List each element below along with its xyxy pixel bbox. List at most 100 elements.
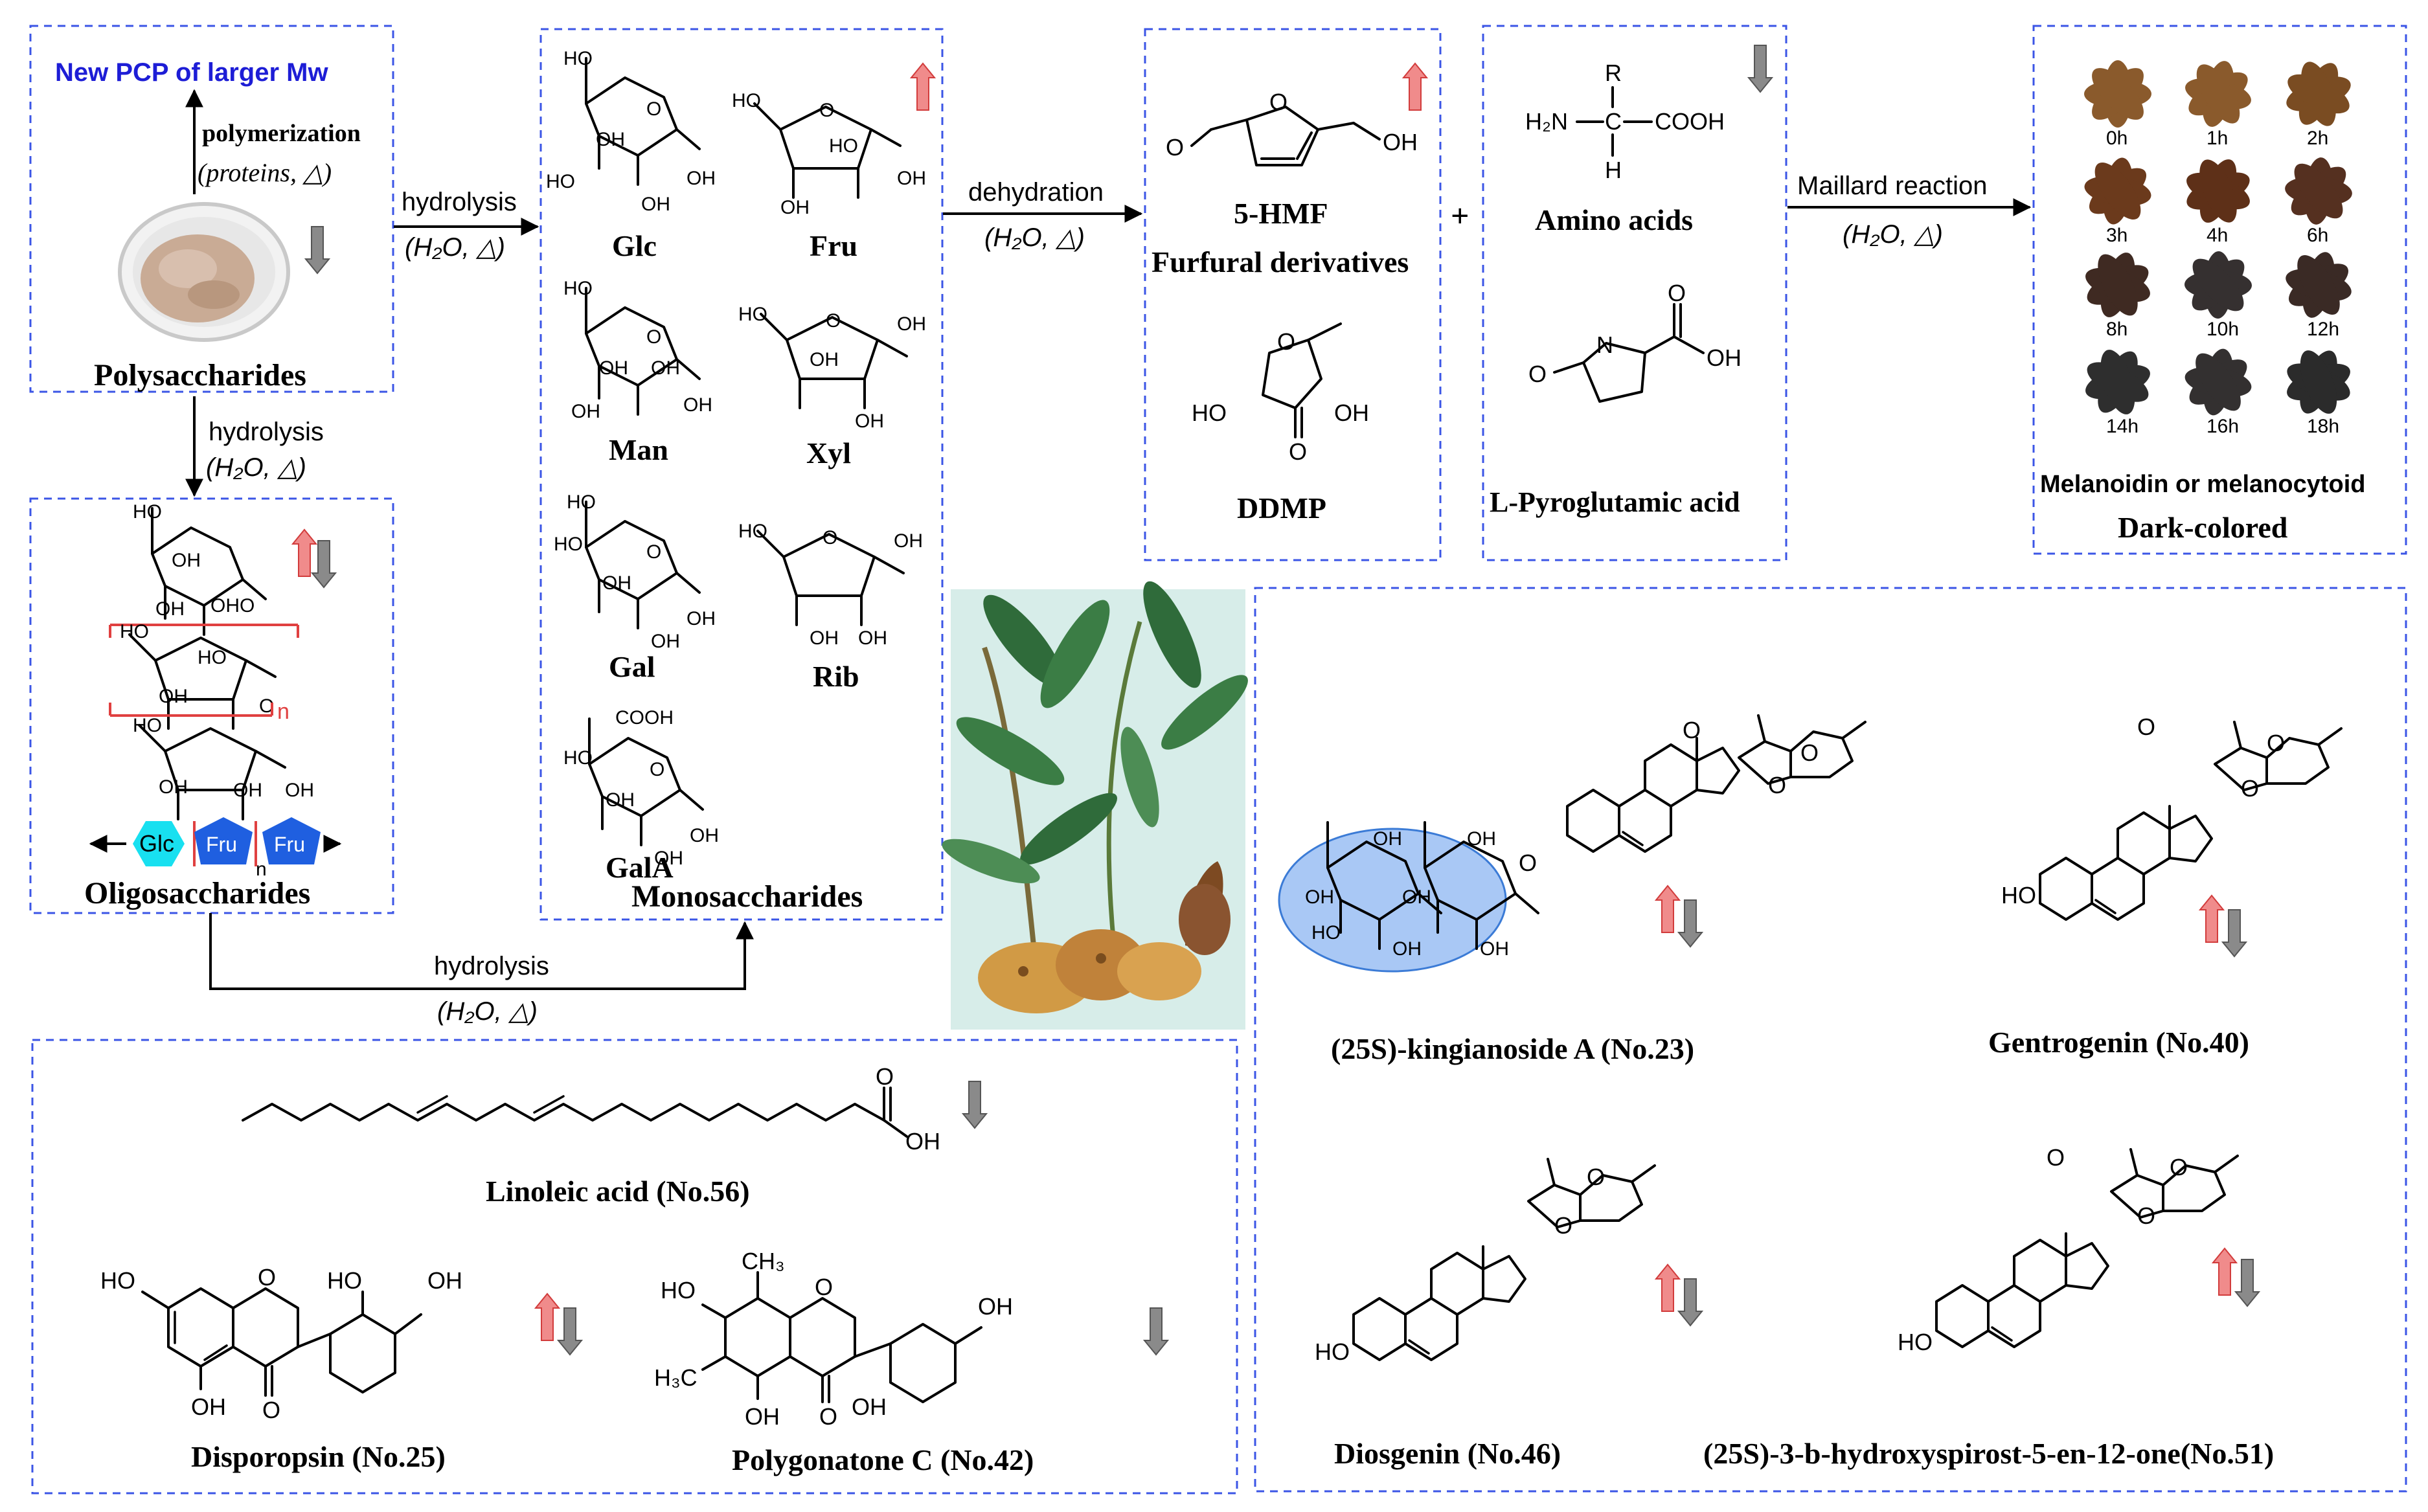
svg-text:O: O xyxy=(1528,361,1547,387)
time-label-0h: 0h xyxy=(2106,128,2127,149)
polysaccharides-trend-down-icon xyxy=(305,226,330,274)
svg-text:OH: OH xyxy=(155,598,185,620)
svg-text:O: O xyxy=(1768,772,1786,798)
svg-text:HO: HO xyxy=(563,48,593,69)
polygonatone-structure: CH₃ HO O OH H₃C OH O OH xyxy=(654,1248,1013,1430)
svg-text:OH: OH xyxy=(1334,400,1369,426)
svg-text:H₂N: H₂N xyxy=(1525,108,1568,135)
svg-text:O: O xyxy=(2170,1154,2188,1180)
svg-text:OH: OH xyxy=(285,780,314,801)
svg-text:OH: OH xyxy=(690,825,719,846)
new-pcp-title: New PCP of larger Mw xyxy=(55,58,328,87)
fru-pentagon-icon-1 xyxy=(194,817,253,864)
repeat-n-label: n xyxy=(277,699,289,724)
svg-text:OH: OH xyxy=(599,357,628,379)
svg-text:O: O xyxy=(819,1403,837,1430)
svg-text:O: O xyxy=(2047,1144,2065,1171)
ddmp-structure: O HO OH O xyxy=(1192,322,1369,465)
svg-text:OH: OH xyxy=(810,349,839,370)
svg-text:OH: OH xyxy=(1467,828,1496,850)
dark-colored-label: Dark-colored xyxy=(2118,511,2288,544)
svg-text:HO: HO xyxy=(133,715,162,736)
gentrogenin-structure: O HO O O xyxy=(2001,714,2343,921)
svg-text:OH: OH xyxy=(905,1128,940,1155)
time-label-4h: 4h xyxy=(2207,225,2228,246)
svg-text:O: O xyxy=(259,695,274,717)
svg-text:O: O xyxy=(646,98,661,120)
other-compounds-box xyxy=(31,1039,1238,1495)
diosgenin-structure: HO O O xyxy=(1315,1158,1656,1365)
svg-text:O: O xyxy=(258,1264,276,1291)
svg-text:OH: OH xyxy=(596,129,625,150)
svg-text:O: O xyxy=(823,527,837,548)
svg-text:O: O xyxy=(1269,89,1288,115)
svg-text:COOH: COOH xyxy=(1655,108,1725,135)
rhizome-sample-4h: 4h xyxy=(2186,159,2250,246)
furfural-trend-up-icon xyxy=(1403,63,1427,111)
svg-text:H₃C: H₃C xyxy=(654,1364,698,1391)
monosaccharides-label: Monosaccharides xyxy=(631,879,863,914)
hydroxyspirost-trend-icons xyxy=(2212,1248,2260,1307)
svg-text:HO: HO xyxy=(133,501,162,523)
svg-text:O: O xyxy=(815,1274,833,1300)
rhizome-sample-0h: 0h xyxy=(2084,60,2151,149)
svg-text:OH: OH xyxy=(602,572,631,594)
hydrolysis-arrow-3 xyxy=(209,913,754,990)
repeat-n-label-2: n xyxy=(256,859,267,880)
polygonatum-plant-image xyxy=(942,581,1248,1030)
hydrolysis-label-2: hydrolysis xyxy=(209,418,324,446)
hmf-structure: O O OH xyxy=(1166,89,1418,166)
maillard-label: Maillard reaction xyxy=(1797,172,1987,200)
fru-label: Fru xyxy=(810,229,857,262)
svg-text:O: O xyxy=(826,310,841,332)
hydrolysis-label-3: hydrolysis xyxy=(434,952,549,980)
svg-text:O: O xyxy=(262,1397,280,1423)
svg-text:OH: OH xyxy=(571,401,600,422)
svg-text:O: O xyxy=(1554,1212,1572,1239)
kingianoside-trend-icons xyxy=(1655,885,1703,947)
svg-text:HO: HO xyxy=(198,647,227,668)
hmf-label: 5-HMF xyxy=(1234,197,1328,230)
svg-text:OH: OH xyxy=(1383,129,1418,155)
time-label-6h: 6h xyxy=(2307,225,2328,246)
hydrolysis-condition-1: (H₂O, △) xyxy=(405,233,505,262)
svg-text:HO: HO xyxy=(732,90,761,111)
amino-acids-box xyxy=(1482,25,1787,561)
svg-text:O: O xyxy=(1587,1164,1605,1190)
time-label-14h: 14h xyxy=(2106,416,2139,437)
man-label: Man xyxy=(609,433,668,466)
gal-label: Gal xyxy=(609,650,655,683)
svg-text:OH: OH xyxy=(686,168,716,189)
svg-text:O: O xyxy=(2137,714,2155,740)
svg-text:HO: HO xyxy=(1898,1329,1933,1355)
saponins-box xyxy=(1254,587,2407,1493)
time-label-12h: 12h xyxy=(2307,319,2339,340)
fru-symbol-label-2: Fru xyxy=(274,833,305,856)
svg-text:HO: HO xyxy=(567,491,596,513)
svg-text:HO: HO xyxy=(738,304,767,325)
polymerization-condition: (proteins, △) xyxy=(198,158,332,187)
rhizome-sample-1h: 1h xyxy=(2185,61,2251,149)
svg-text:OH: OH xyxy=(897,168,926,189)
monosaccharides-trend-up-icon xyxy=(911,63,935,111)
svg-text:C: C xyxy=(1605,108,1622,135)
linoleic-label: Linoleic acid (No.56) xyxy=(486,1175,750,1208)
glc-symbol-label: Glc xyxy=(139,830,174,857)
svg-text:OH: OH xyxy=(651,357,680,379)
svg-text:N: N xyxy=(1596,332,1613,358)
rhizome-sample-16h: 16h xyxy=(2184,348,2252,437)
rhizome-sample-6h: 6h xyxy=(2285,157,2352,246)
svg-text:HO: HO xyxy=(554,534,583,555)
svg-text:OH: OH xyxy=(159,776,188,798)
svg-text:O: O xyxy=(819,100,834,121)
hydrolysis-condition-2: (H₂O, △) xyxy=(206,453,306,482)
time-label-2h: 2h xyxy=(2307,128,2328,149)
diosgenin-label: Diosgenin (No.46) xyxy=(1334,1437,1561,1470)
